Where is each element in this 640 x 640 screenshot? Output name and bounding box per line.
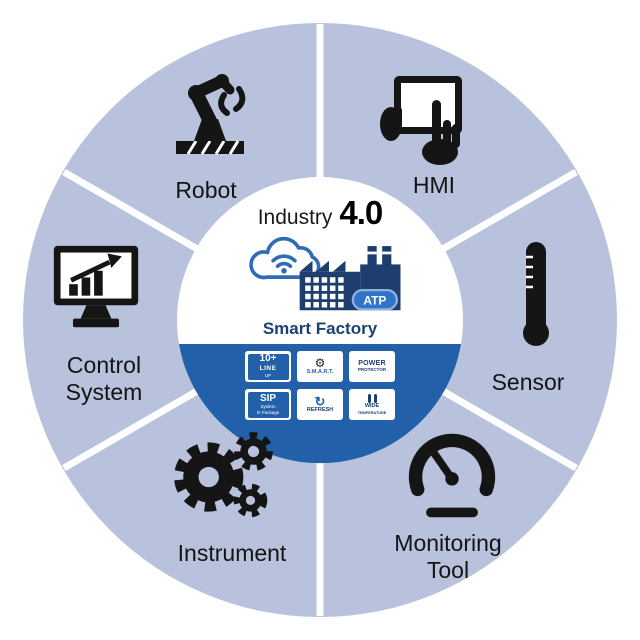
badge-line-up: 10+ LINE UP — [245, 351, 291, 382]
robot-arm-icon — [176, 74, 246, 155]
segment-dividers — [62, 24, 578, 616]
segment-label-control-system: Control System — [65, 352, 143, 406]
segment-label-sensor: Sensor — [491, 369, 565, 395]
badge-temperature-text: TEMPERATURE — [357, 410, 387, 415]
badge-refresh: ↻ REFRESH — [297, 389, 343, 420]
segment-label-instrument: Instrument — [177, 540, 287, 566]
badge-line-up-text3: UP — [264, 372, 272, 378]
segment-label-hmi: HMI — [412, 172, 456, 198]
badge-protector-text: PROTECTOR — [357, 367, 387, 373]
badge-sip-text2: System — [260, 404, 276, 410]
badge-wide-text: WIDE — [364, 403, 380, 410]
cloud-wifi-icon — [249, 236, 321, 280]
atp-logo-text: ATP — [363, 293, 386, 307]
segment-label-robot: Robot — [175, 177, 237, 203]
refresh-icon: ↻ — [314, 393, 326, 409]
factory-windows — [305, 277, 344, 308]
badge-power-text: POWER — [358, 359, 386, 367]
thermometer-icon — [523, 242, 549, 346]
gauge-icon — [408, 433, 496, 518]
smart-factory-icon: ATP — [299, 246, 401, 311]
segment-label-monitoring-tool: Monitoring Tool — [394, 530, 502, 584]
title-version: 4.0 — [339, 194, 383, 231]
monitor-chart-icon — [53, 245, 139, 328]
badge-sip-text: SIP — [259, 392, 277, 404]
badge-line-up-text: 10+ — [259, 353, 277, 365]
badge-refresh-text: REFRESH — [306, 406, 334, 413]
badge-line-up-text2: LINE — [259, 364, 277, 372]
smart-factory-label: Smart Factory — [262, 319, 378, 338]
atp-logo-pill — [351, 288, 398, 311]
badge-sip-text3: In Package — [256, 409, 280, 415]
badge-sip: SIP System In Package — [245, 389, 291, 420]
thermometer-mini-icon — [367, 394, 377, 404]
badge-smart-text: S.M.A.R.T. — [306, 369, 334, 376]
badge-smart: ⚙ S.M.A.R.T. — [297, 351, 343, 382]
hands-tablet-icon — [380, 76, 462, 165]
gears-icon — [174, 432, 273, 518]
badge-wide-temperature: WIDE TEMPERATURE — [349, 389, 395, 420]
badge-power-protector: POWER PROTECTOR — [349, 351, 395, 382]
center-title: Industry 4.0 — [220, 194, 420, 232]
gear-icon: ⚙ — [314, 356, 326, 371]
title-word: Industry — [257, 206, 333, 229]
